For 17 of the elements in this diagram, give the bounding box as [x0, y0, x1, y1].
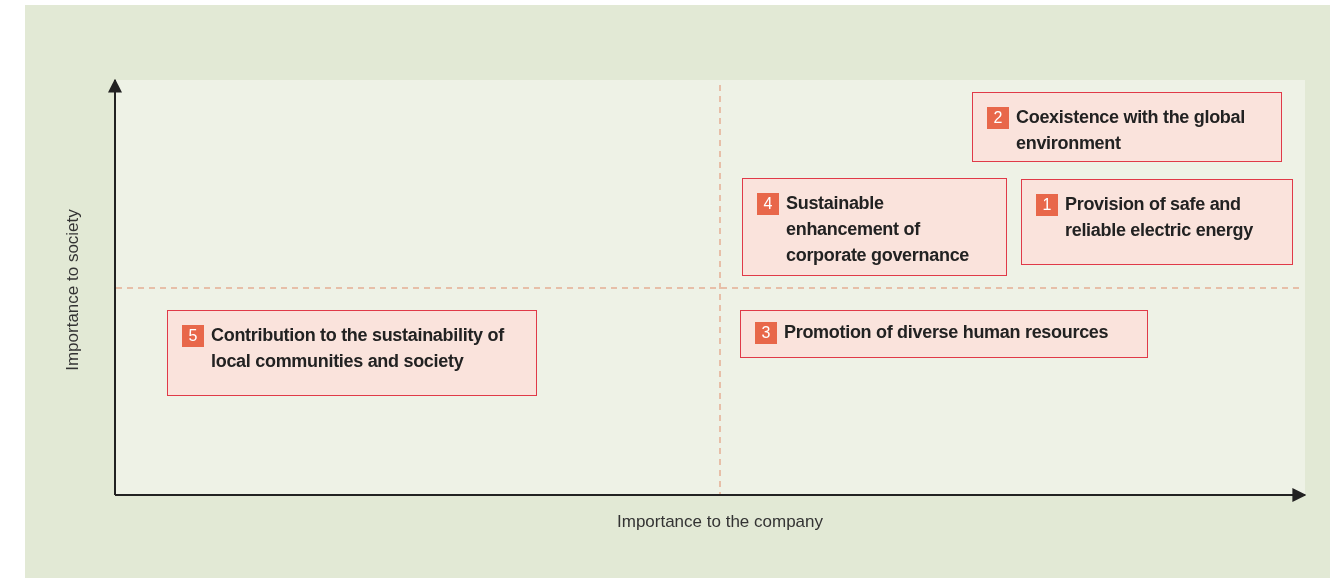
topic-box	[167, 310, 537, 396]
topic-box	[1021, 179, 1293, 265]
topic-text: Coexistence with the global environment	[1016, 106, 1246, 155]
topic-box	[972, 92, 1282, 162]
x-axis-title: Importance to the company	[617, 512, 823, 532]
topic-text: Promotion of diverse human resources	[784, 321, 1109, 344]
number-badge: 5	[182, 325, 204, 347]
topic-text: Provision of safe and reliable electric energy	[1065, 193, 1254, 242]
topic-text: Sustainable enhancement of corporate governance	[786, 192, 971, 267]
number-badge: 1	[1036, 194, 1058, 216]
number-badge: 3	[755, 322, 777, 344]
topic-text: Contribution to the sustainability of local communities and society	[211, 324, 506, 373]
topic-box	[742, 178, 1007, 276]
number-badge: 2	[987, 107, 1009, 129]
number-badge: 4	[757, 193, 779, 215]
y-axis-title: Importance to society	[63, 209, 83, 371]
topic-box	[740, 310, 1148, 358]
